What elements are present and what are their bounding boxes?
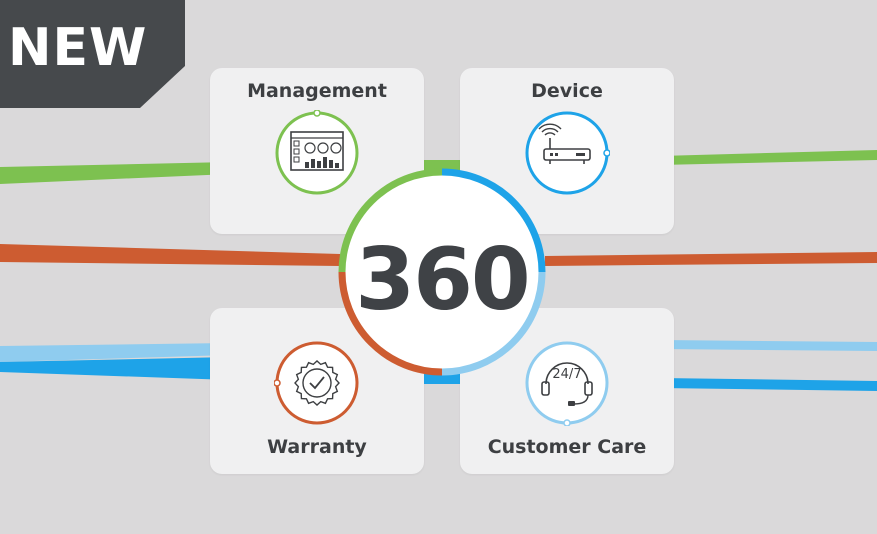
seal-checkmark-icon <box>274 341 359 425</box>
hub-ring <box>338 168 546 376</box>
badge-shape <box>0 0 185 108</box>
orange-line-left <box>0 244 340 266</box>
badge-label: NEW <box>8 18 148 78</box>
hub-label: 360 <box>355 230 531 330</box>
green-line-left <box>0 162 230 184</box>
customer-care-title: Customer Care <box>487 436 647 458</box>
management-title: Management <box>247 80 387 102</box>
blue-line-left <box>0 357 230 380</box>
orange-line-right <box>545 252 877 266</box>
arc-green <box>338 168 443 273</box>
arc-blue <box>441 168 546 273</box>
device-title: Device <box>531 80 603 102</box>
light-blue-line-right <box>660 340 877 351</box>
headset-icon: 24/7 <box>525 341 609 426</box>
green-line-right <box>660 150 877 165</box>
arc-light-blue <box>441 271 546 376</box>
warranty-title: Warranty <box>267 436 367 458</box>
new-badge: NEW <box>0 0 185 108</box>
arc-orange <box>338 271 443 376</box>
hub-360: 360 <box>336 160 548 384</box>
light-blue-line-left <box>0 343 230 362</box>
blue-line-right <box>660 378 877 391</box>
availability-text: 24/7 <box>552 367 581 382</box>
router-icon <box>525 111 610 195</box>
dashboard-icon <box>275 110 359 195</box>
